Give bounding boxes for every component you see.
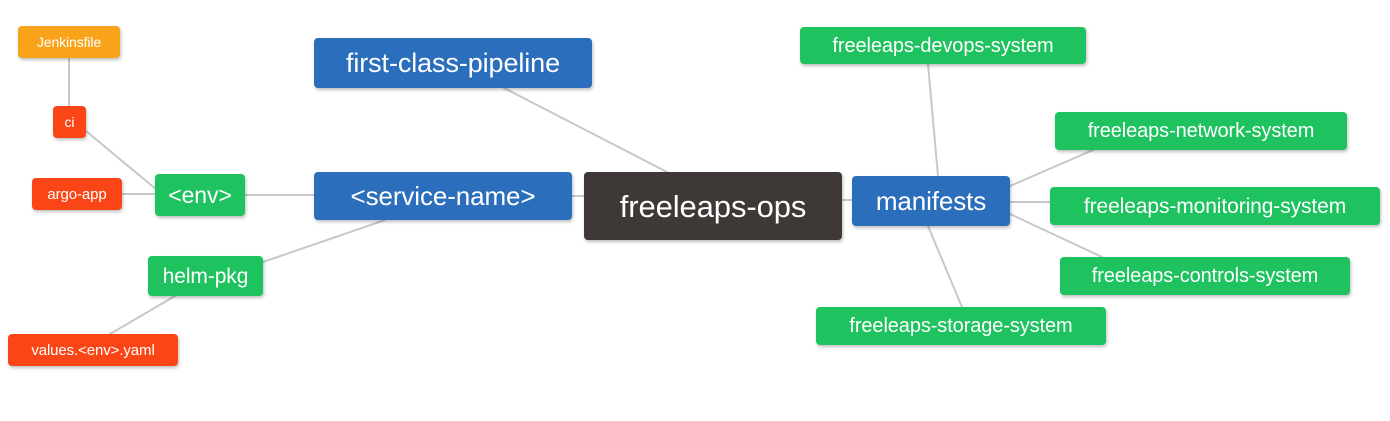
node-label-freeleaps-monitoring-system: freeleaps-monitoring-system [1083,194,1347,218]
node-label-helm-pkg: helm-pkg [162,264,249,288]
node-freeleaps-network-system[interactable]: freeleaps-network-system [1055,112,1347,150]
node-label-first-class-pipeline: first-class-pipeline [345,47,561,78]
node-values-yaml[interactable]: values.<env>.yaml [8,334,178,366]
node-argo-app[interactable]: argo-app [32,178,122,210]
node-jenkinsfile[interactable]: Jenkinsfile [18,26,120,58]
node-helm-pkg[interactable]: helm-pkg [148,256,263,296]
edge-helm-pkg-to-service-name [262,219,386,263]
node-service-name[interactable]: <service-name> [314,172,572,220]
node-freeleaps-controls-system[interactable]: freeleaps-controls-system [1060,257,1350,295]
node-label-service-name: <service-name> [350,181,536,211]
node-label-ci: ci [64,114,75,130]
node-label-freeleaps-ops: freeleaps-ops [619,188,807,224]
node-label-manifests: manifests [875,186,987,216]
edge-manifests-to-freeleaps-storage-system [927,225,963,308]
node-manifests[interactable]: manifests [852,176,1010,226]
node-label-freeleaps-storage-system: freeleaps-storage-system [849,315,1073,337]
node-label-freeleaps-devops-system: freeleaps-devops-system [832,34,1054,57]
node-first-class-pipeline[interactable]: first-class-pipeline [314,38,592,88]
edge-first-class-pipeline-to-freeleaps-ops [503,87,668,173]
node-env[interactable]: <env> [155,174,245,216]
node-label-freeleaps-network-system: freeleaps-network-system [1087,120,1315,142]
edge-manifests-to-freeleaps-network-system [1009,149,1094,187]
node-label-jenkinsfile: Jenkinsfile [36,34,102,50]
node-label-env: <env> [168,181,232,208]
node-label-values-yaml: values.<env>.yaml [31,341,155,359]
node-freeleaps-storage-system[interactable]: freeleaps-storage-system [816,307,1106,345]
node-freeleaps-ops[interactable]: freeleaps-ops [584,172,842,240]
node-freeleaps-devops-system[interactable]: freeleaps-devops-system [800,27,1086,64]
node-ci[interactable]: ci [53,106,86,138]
node-freeleaps-monitoring-system[interactable]: freeleaps-monitoring-system [1050,187,1380,225]
node-label-freeleaps-controls-system: freeleaps-controls-system [1091,265,1319,287]
edge-manifests-to-freeleaps-devops-system [927,63,939,177]
node-label-argo-app: argo-app [47,185,107,203]
edge-values-yaml-to-helm-pkg [109,295,176,335]
